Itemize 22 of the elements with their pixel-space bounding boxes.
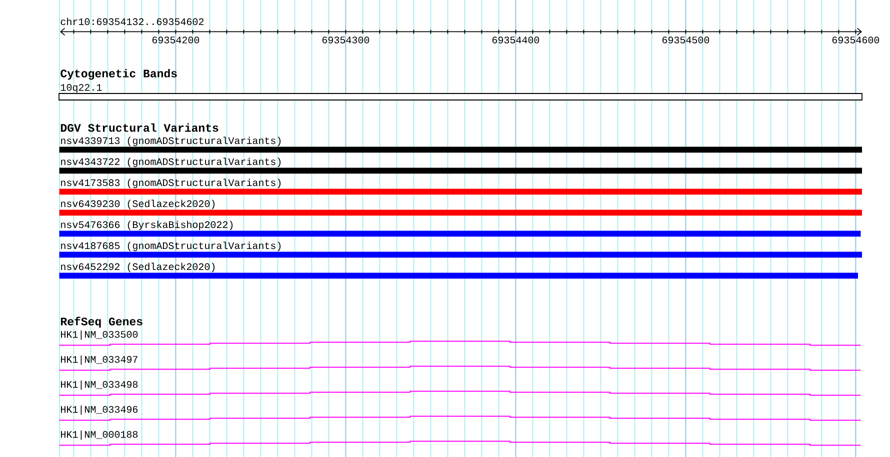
feature-label: nsv6439230 (Sedlazeck2020) [61,200,215,210]
tick-label: 69354300 [322,36,370,44]
track-title: RefSeq Genes [60,316,142,328]
track-title: Cytogenetic Bands [60,68,177,80]
gene-label: HK1|NM_000188 [61,430,138,440]
track-title: DGV Structural Variants [60,123,218,132]
feature-label: nsv4173583 (gnomADStructuralVariants) [61,178,281,188]
tick-label: 69354200 [152,36,200,44]
band-label: 10q22.1 [60,84,102,93]
tick-label: 69354400 [492,36,540,44]
feature-label: nsv4339713 (gnomADStructuralVariants) [61,136,281,146]
gene-label: HK1|NM_033497 [61,355,138,365]
gene-label: HK1|NM_033500 [61,330,138,340]
tick-label: 69354600 [832,36,880,44]
gene-label: HK1|NM_033496 [61,405,138,415]
feature-label: nsv5476366 (ByrskaBishop2022) [61,220,233,230]
feature-label: nsv4343722 (gnomADStructuralVariants) [61,158,281,168]
coordinate-label: chr10:69354132..69354602 [60,18,204,26]
feature-label: nsv6452292 (Sedlazeck2020) [61,262,215,272]
tick-label: 69354500 [662,36,710,44]
feature-label: nsv4187685 (gnomADStructuralVariants) [61,242,281,252]
gene-label: HK1|NM_033498 [61,380,138,390]
